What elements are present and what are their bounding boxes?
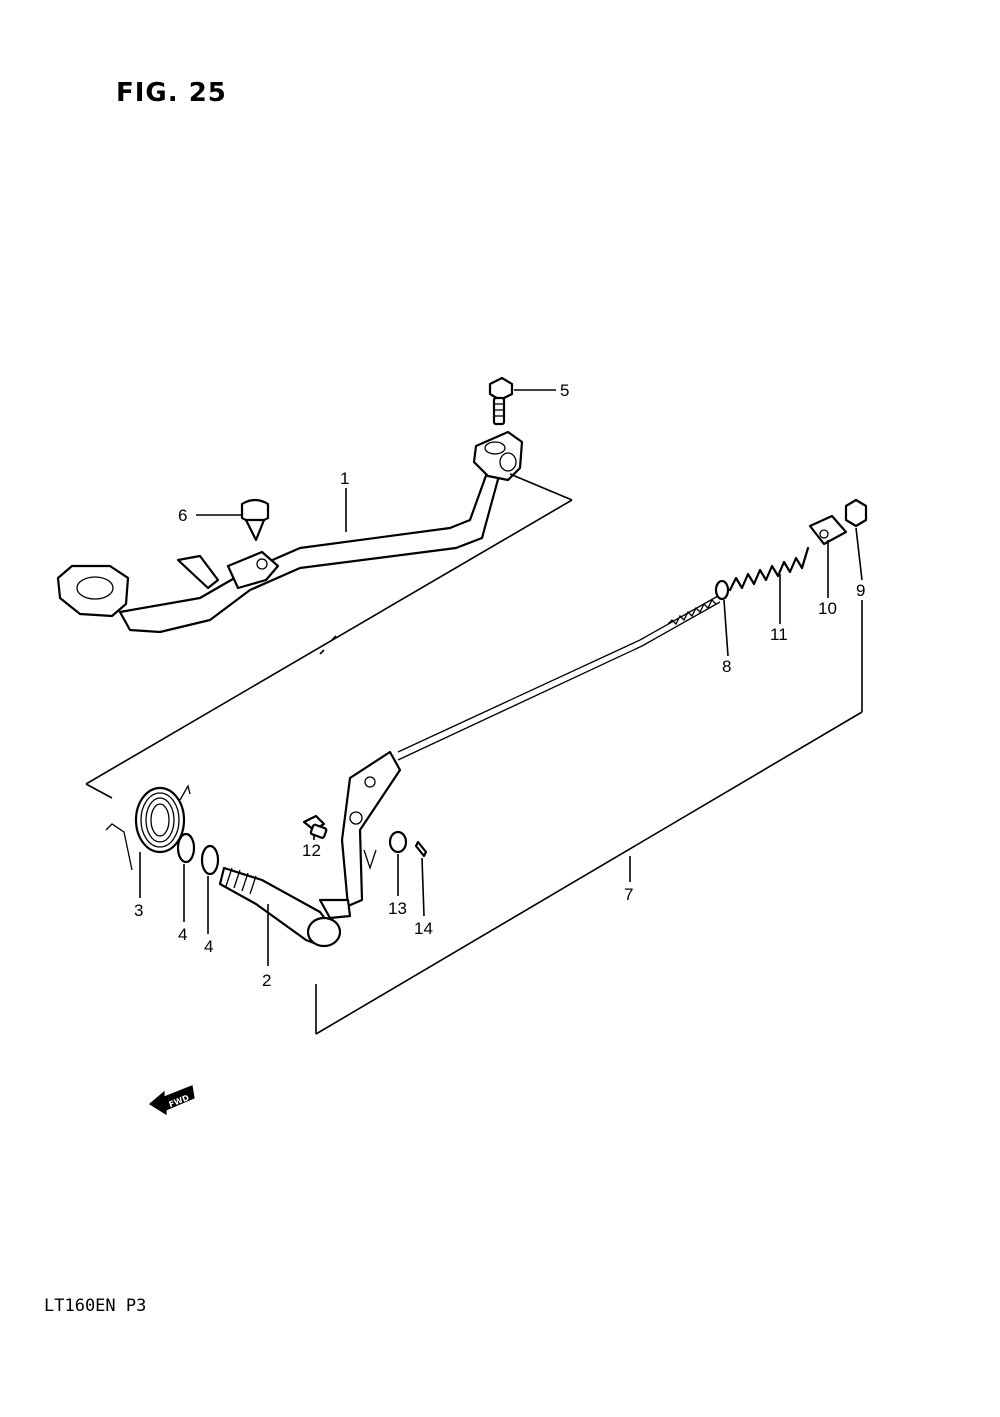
callout-4a: 4 — [178, 925, 187, 944]
bolt — [488, 376, 514, 426]
model-code: LT160EN P3 — [44, 1296, 147, 1316]
callout-10: 10 — [818, 599, 837, 618]
brake-cam-shaft — [218, 750, 402, 948]
joint-pin — [808, 514, 848, 546]
figure-title: FIG. 25 — [116, 78, 227, 108]
cotter-pin — [414, 840, 428, 858]
callout-7: 7 — [624, 885, 633, 904]
torsion-spring — [105, 784, 191, 871]
adjusting-nut — [844, 498, 868, 528]
callout-6: 6 — [178, 506, 187, 525]
callout-9: 9 — [856, 581, 865, 600]
leader-lines — [85, 389, 863, 1035]
washer — [388, 830, 408, 854]
callout-1: 1 — [340, 469, 349, 488]
washer — [714, 579, 730, 601]
brake-pedal — [56, 430, 524, 634]
o-ring — [200, 844, 220, 876]
callout-3: 3 — [134, 901, 143, 920]
return-spring — [728, 546, 810, 592]
callout-4b: 4 — [204, 937, 213, 956]
o-ring — [176, 832, 196, 864]
fwd-arrow-icon: FWD — [148, 1085, 195, 1116]
brake-rod — [397, 595, 721, 761]
callout-2: 2 — [262, 971, 271, 990]
callout-8: 8 — [722, 657, 731, 676]
clevis-pin — [302, 814, 328, 839]
callout-11: 11 — [770, 625, 788, 644]
callout-14: 14 — [414, 919, 433, 938]
callout-12: 12 — [302, 841, 321, 860]
callout-13: 13 — [388, 899, 407, 918]
pedal-stopper — [240, 498, 270, 542]
callout-5: 5 — [560, 381, 569, 400]
